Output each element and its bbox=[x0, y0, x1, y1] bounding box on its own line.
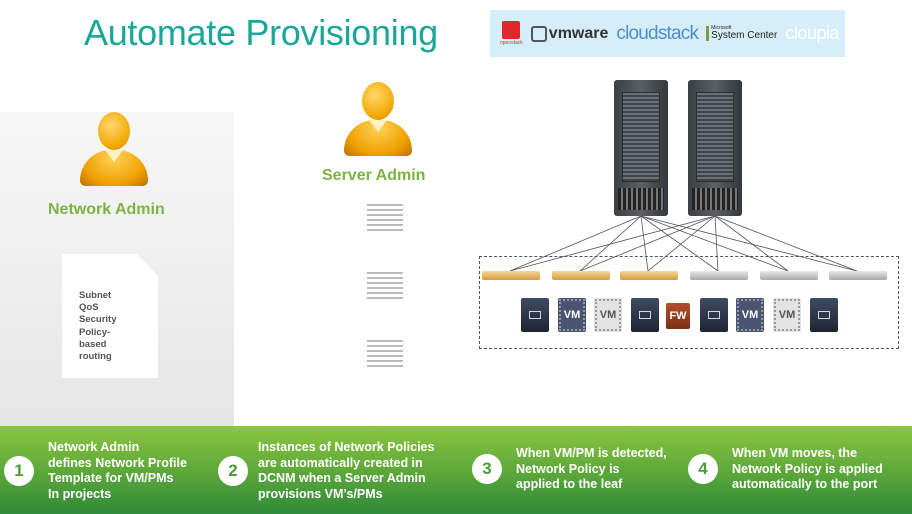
firewall-icon: FW bbox=[666, 303, 690, 329]
physical-server-icon bbox=[810, 298, 838, 332]
policy-document-icon bbox=[363, 334, 407, 388]
virtual-machine-icon: VM bbox=[773, 298, 801, 332]
network-admin-person-icon bbox=[80, 112, 148, 188]
virtual-machine-icon: VM bbox=[736, 298, 764, 332]
step-number: 4 bbox=[688, 454, 718, 485]
physical-server-icon bbox=[521, 298, 549, 332]
leaf-switch bbox=[552, 271, 610, 280]
leaf-switch bbox=[829, 271, 887, 280]
spine-switch bbox=[688, 80, 742, 216]
step-1: 1 Network Admin defines Network Profile … bbox=[4, 440, 187, 502]
step-3: 3 When VM/PM is detected, Network Policy… bbox=[472, 446, 667, 493]
system-center-logo: Microsoft System Center bbox=[706, 26, 777, 41]
profile-line: Security bbox=[79, 314, 117, 326]
cloudstack-logo: cloudstack bbox=[616, 22, 699, 44]
step-number: 3 bbox=[472, 454, 502, 485]
step-text: When VM/PM is detected, Network Policy i… bbox=[516, 446, 667, 491]
vmware-icon bbox=[530, 25, 547, 42]
leaf-switch bbox=[482, 271, 540, 280]
policy-document-icon bbox=[363, 266, 407, 320]
policy-document-icon bbox=[363, 198, 407, 252]
page-title: Automate Provisioning bbox=[84, 12, 438, 53]
profile-line: Policy- bbox=[79, 326, 111, 338]
step-text: Instances of Network Policies are automa… bbox=[258, 440, 435, 501]
leaf-switch bbox=[760, 271, 818, 280]
step-number: 1 bbox=[4, 456, 34, 486]
profile-line: routing bbox=[79, 351, 112, 363]
physical-server-icon bbox=[700, 298, 728, 332]
spine-switch bbox=[614, 80, 668, 216]
step-text: Network Admin defines Network Profile Te… bbox=[48, 440, 187, 501]
step-2: 2 Instances of Network Policies are auto… bbox=[218, 440, 434, 502]
cloupia-logo: cloupia bbox=[785, 23, 839, 43]
profile-line: based bbox=[79, 338, 107, 350]
server-admin-person-icon bbox=[344, 82, 412, 158]
network-admin-label: Network Admin bbox=[48, 201, 165, 218]
step-number: 2 bbox=[218, 456, 248, 486]
server-admin-label: Server Admin bbox=[322, 167, 426, 184]
profile-line: QoS bbox=[79, 302, 99, 314]
step-text: When VM moves, the Network Policy is app… bbox=[732, 446, 883, 491]
leaf-switch bbox=[690, 271, 748, 280]
fabric-boundary bbox=[479, 256, 899, 349]
openstack-logo: openstack bbox=[500, 21, 523, 46]
virtual-machine-icon: VM bbox=[594, 298, 622, 332]
step-4: 4 When VM moves, the Network Policy is a… bbox=[688, 446, 883, 493]
vmware-logo: vmware bbox=[530, 25, 608, 43]
virtual-machine-icon: VM bbox=[558, 298, 586, 332]
physical-server-icon bbox=[631, 298, 659, 332]
leaf-switch bbox=[620, 271, 678, 280]
partner-logos: openstack vmware cloudstack Microsoft Sy… bbox=[490, 10, 845, 57]
steps-bar: 1 Network Admin defines Network Profile … bbox=[0, 426, 912, 514]
profile-line: Subnet bbox=[79, 290, 112, 301]
